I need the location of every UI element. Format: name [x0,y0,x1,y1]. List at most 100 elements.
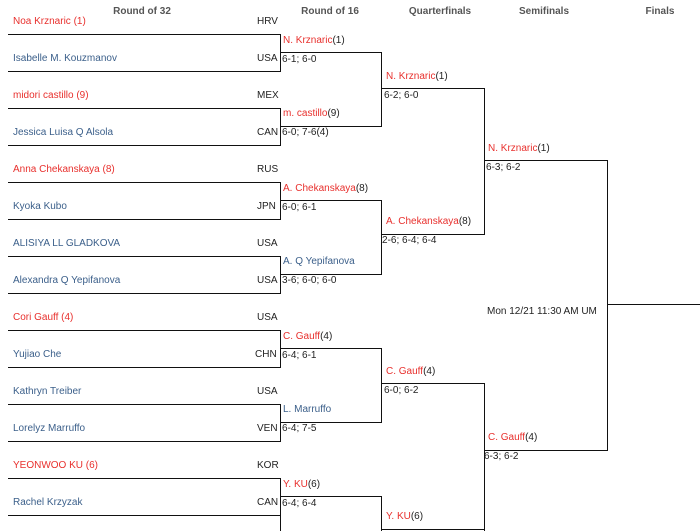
header-round-of-32: Round of 32 [113,6,171,17]
bracket-line [8,219,281,220]
header-semifinals: Semifinals [518,6,570,17]
player-country: MEX [257,90,279,101]
winner-name[interactable]: C. Gauff(4) [283,331,333,342]
winner-name[interactable]: Y. KU(6) [283,479,321,490]
winner-name[interactable]: Y. KU(6) [386,511,424,522]
player-country: KOR [257,460,279,471]
player-country: RUS [257,164,279,175]
bracket-line [8,441,281,442]
header-round-of-16: Round of 16 [301,6,359,17]
match-score: 6-0; 7-6(4) [282,127,329,138]
bracket-line [8,34,281,35]
bracket-line [381,496,382,531]
bracket-line [382,234,485,235]
player-country: USA [257,53,278,64]
match-score: 6-4; 6-1 [282,350,317,361]
winner-name[interactable]: L. Marruffo [283,404,332,415]
player-name[interactable]: Jessica Luisa Q Alsola [13,127,114,138]
bracket-line [280,404,281,442]
bracket-line [607,304,700,305]
winner-name[interactable]: C. Gauff(4) [386,366,436,377]
bracket-line [281,126,382,127]
player-country: USA [257,275,278,286]
bracket-line [281,200,382,201]
bracket-line [281,274,382,275]
bracket-line [281,52,382,53]
bracket-line [8,478,281,479]
winner-name[interactable]: A. Q Yepifanova [283,256,355,267]
winner-name[interactable]: N. Krznaric(1) [386,71,448,82]
bracket-line [381,52,382,127]
winner-name[interactable]: N. Krznaric(1) [283,35,345,46]
bracket-line [280,256,281,294]
bracket-line [382,88,485,89]
player-name[interactable]: ALISIYA LL GLADKOVA [13,238,121,249]
header-quarterfinals: Quarterfinals [408,6,472,17]
match-score: 2-6; 6-4; 6-4 [382,235,437,246]
bracket-line [8,71,281,72]
bracket-line [382,529,485,530]
bracket-line [485,450,608,451]
match-score: 6-3; 6-2 [486,162,521,173]
player-name[interactable]: Anna Chekanskaya (8) [13,164,115,175]
bracket-line [484,88,485,235]
player-name[interactable]: Isabelle M. Kouzmanov [13,53,117,64]
winner-name[interactable]: N. Krznaric(1) [488,143,550,154]
header-finals: Finals [645,6,675,17]
bracket-line [8,515,281,516]
bracket-line [8,182,281,183]
bracket-line [607,160,608,451]
match-score: 6-0; 6-2 [384,385,419,396]
bracket-line [8,367,281,368]
player-country: USA [257,386,278,397]
player-country: CAN [257,127,279,138]
player-country: USA [257,238,278,249]
bracket-line [381,348,382,423]
match-score: 3-6; 6-0; 6-0 [282,275,337,286]
bracket-line [281,348,382,349]
winner-name[interactable]: m. castillo(9) [283,108,340,119]
bracket-line [281,496,382,497]
match-score: 6-0; 6-1 [282,202,317,213]
match-score: 6-3; 6-2 [484,451,519,462]
bracket-line [8,293,281,294]
bracket-line [382,383,485,384]
bracket-line [381,200,382,275]
bracket-line [8,404,281,405]
match-score: 6-4; 7-5 [282,423,317,434]
bracket-line [280,330,281,368]
player-name[interactable]: Yujiao Che [13,349,62,360]
player-country: VEN [257,423,278,434]
match-score: 6-2; 6-0 [384,90,419,101]
player-name[interactable]: Cori Gauff (4) [13,312,74,323]
match-score: 6-4; 6-4 [282,498,317,509]
player-name[interactable]: Lorelyz Marruffo [13,423,86,434]
bracket-line [8,256,281,257]
player-country: USA [257,312,278,323]
bracket-line [280,108,281,146]
bracket-line [280,478,281,531]
player-name[interactable]: Kyoka Kubo [13,201,67,212]
player-country: JPN [257,201,276,212]
winner-name[interactable]: A. Chekanskaya(8) [283,183,369,194]
player-name[interactable]: Noa Krznaric (1) [13,16,86,27]
player-name[interactable]: Kathryn Treiber [13,386,82,397]
match-schedule: Mon 12/21 11:30 AM UM [487,306,597,317]
bracket-line [485,160,608,161]
winner-name[interactable]: A. Chekanskaya(8) [386,216,472,227]
player-country: HRV [257,16,278,27]
match-score: 6-1; 6-0 [282,54,317,65]
player-name[interactable]: Rachel Krzyzak [13,497,83,508]
bracket-line [484,383,485,531]
bracket-line [8,330,281,331]
player-name[interactable]: Alexandra Q Yepifanova [13,275,121,286]
winner-name[interactable]: C. Gauff(4) [488,432,538,443]
bracket-line [280,182,281,220]
bracket-line [8,108,281,109]
player-country: CAN [257,497,279,508]
player-name[interactable]: YEONWOO KU (6) [13,460,99,471]
player-name[interactable]: midori castillo (9) [13,90,89,101]
player-country: CHN [255,349,277,360]
bracket-line [8,145,281,146]
bracket-line [281,422,382,423]
